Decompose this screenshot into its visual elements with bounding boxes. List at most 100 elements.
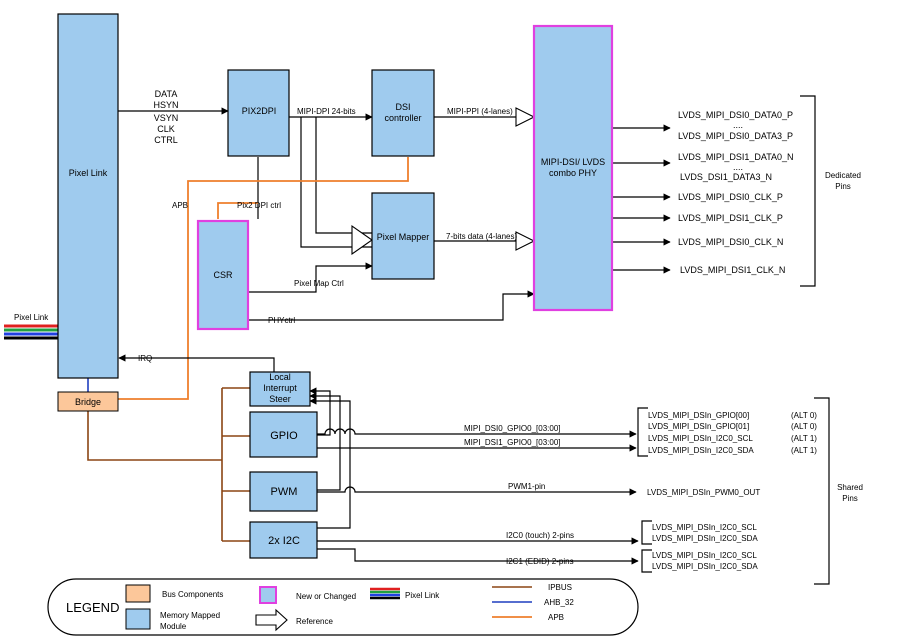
i2c-label: 2x I2C xyxy=(268,535,300,547)
gpio-pins-bracket xyxy=(637,407,648,457)
legend-module-label-1: Memory Mapped xyxy=(160,611,220,620)
signal-hsyn: HSYN xyxy=(153,100,178,110)
csr-block xyxy=(196,219,250,331)
dedicated-pins-bracket xyxy=(800,95,816,287)
dsi-controller-label-2: controller xyxy=(384,113,421,123)
gpio-label: GPIO xyxy=(270,430,298,442)
pixel-link-block xyxy=(57,13,119,379)
legend-reference-arrow xyxy=(255,608,288,632)
reference-arrowhead xyxy=(351,224,373,256)
pixel-link-label: Pixel Link xyxy=(69,168,108,178)
signal-clk: CLK xyxy=(157,124,175,134)
legend-title: LEGEND xyxy=(66,600,119,615)
legend: LEGEND Bus Components Memory Mapped Modu… xyxy=(47,578,639,636)
pwm-int-wire xyxy=(309,392,341,491)
phy-label-1: MIPI-DSI/ LVDS xyxy=(541,157,605,167)
signal-data: DATA xyxy=(155,89,178,99)
irq-label: IRQ xyxy=(138,354,152,363)
dsi-controller-label-1: DSI xyxy=(395,102,410,112)
dpi-to-mapper-wire-b xyxy=(315,117,372,234)
pix2dpi-block xyxy=(227,69,290,157)
signal-ctrl: CTRL xyxy=(154,135,178,145)
csr-label: CSR xyxy=(213,270,233,280)
dedicated-pins: LVDS_MIPI_DSI0_DATA0_P .... LVDS_MIPI_DS… xyxy=(678,110,794,275)
pin-dsi1-clk-p: LVDS_MIPI_DSI1_CLK_P xyxy=(678,213,783,223)
legend-reference-label: Reference xyxy=(296,617,333,626)
pwm-block xyxy=(249,471,318,512)
pin-dsi1-clk-n: LVDS_MIPI_DSI1_CLK_N xyxy=(680,265,785,275)
pixel-mapper-label: Pixel Mapper xyxy=(377,232,430,242)
pwm-pin-label: PWM1-pin xyxy=(508,482,545,491)
shared-pin: LVDS_MIPI_DSIn_I2C0_SCL xyxy=(652,523,757,532)
shared-pins-label-1: Shared xyxy=(837,483,863,492)
dedicated-pin-wires xyxy=(612,124,671,274)
phy-block xyxy=(532,24,614,312)
pwm-pin-wire xyxy=(317,486,637,496)
phy-ctrl-label: PHYctrl xyxy=(268,316,295,325)
dedicated-pins-label-1: Dedicated xyxy=(825,171,861,180)
pin-dsi0-clk-p: LVDS_MIPI_DSI0_CLK_P xyxy=(678,192,783,202)
pin-dsi1-data0-n: LVDS_MIPI_DSI1_DATA0_N xyxy=(678,152,794,162)
legend-module-label-2: Module xyxy=(160,622,187,631)
legend-new-label: New or Changed xyxy=(296,592,356,601)
pin-ellipsis: .... xyxy=(733,120,743,130)
shared-pin: LVDS_MIPI_DSIn_I2C0_SDA xyxy=(648,446,754,455)
ipbus-main xyxy=(87,411,222,461)
pin-dsi0-data0-p: LVDS_MIPI_DSI0_DATA0_P xyxy=(678,110,793,120)
legend-bus-swatch xyxy=(125,584,151,603)
lis-label-1: Local xyxy=(269,372,291,382)
i2c1-pins-bracket xyxy=(641,549,652,573)
i2c1-pins-label: I2C1 (EDID) 2-pins xyxy=(506,557,574,566)
shared-pin: LVDS_MIPI_DSIn_I2C0_SCL xyxy=(648,434,753,443)
mipi-dpi-label: MIPI-DPI 24-bits xyxy=(297,107,356,116)
lis-label-2: Interrupt xyxy=(263,383,297,393)
gpio0-bus-label: MIPI_DSI0_GPIO0_[03:00] xyxy=(464,424,561,433)
gpio1-bus-label: MIPI_DSI1_GPIO0_[03:00] xyxy=(464,438,561,447)
pin-ellipsis: .... xyxy=(733,162,743,172)
shared-pin: LVDS_MIPI_DSIn_I2C0_SDA xyxy=(652,534,758,543)
apb-label: APB xyxy=(172,201,188,210)
pix2dpi-ctrl-label: Pix2 DPI ctrl xyxy=(237,201,281,210)
reference-arrowhead xyxy=(515,231,536,251)
phy-ctrl-wire xyxy=(248,290,535,321)
shared-pin: LVDS_MIPI_DSIn_GPIO[00] xyxy=(648,411,749,420)
signal-vsyn: VSYN xyxy=(154,113,179,123)
shared-pwm-pin: LVDS_MIPI_DSIn_PWM0_OUT xyxy=(647,488,760,497)
bridge-block xyxy=(57,391,119,412)
local-interrupt-steer-block xyxy=(249,371,311,407)
mipi-ppi-label: MIPI-PPI (4-lanes) xyxy=(447,107,513,116)
legend-ipbus-label: IPBUS xyxy=(548,583,572,592)
shared-pins-bracket xyxy=(814,397,830,585)
shared-pin: LVDS_MIPI_DSIn_I2C0_SDA xyxy=(652,562,758,571)
shared-gpio-pins: LVDS_MIPI_DSIn_GPIO[00] LVDS_MIPI_DSIn_G… xyxy=(648,411,817,455)
i2c-block xyxy=(249,521,318,559)
shared-pins-label-2: Pins xyxy=(842,494,858,503)
shared-pin: LVDS_MIPI_DSIn_GPIO[01] xyxy=(648,422,749,431)
pwm-label: PWM xyxy=(271,486,298,498)
legend-ahb-label: AHB_32 xyxy=(544,598,574,607)
alt-label: (ALT 1) xyxy=(791,446,817,455)
alt-label: (ALT 1) xyxy=(791,434,817,443)
legend-apb-label: APB xyxy=(548,613,564,622)
pixel-link-in-label: Pixel Link xyxy=(14,313,49,322)
apb-to-csr xyxy=(217,202,258,219)
pin-dsi0-clk-n: LVDS_MIPI_DSI0_CLK_N xyxy=(678,237,783,247)
legend-pixel-link-label: Pixel Link xyxy=(405,591,440,600)
apb-bus xyxy=(118,157,409,400)
legend-bus-label: Bus Components xyxy=(162,590,223,599)
shared-pin: LVDS_MIPI_DSIn_I2C0_SCL xyxy=(652,551,757,560)
gpio-int-wire xyxy=(309,387,331,436)
reference-arrowhead xyxy=(515,107,536,127)
alt-label: (ALT 0) xyxy=(791,411,817,420)
pix2dpi-label: PIX2DPI xyxy=(242,106,277,116)
irq-wire xyxy=(118,354,275,372)
i2c-int-wire xyxy=(309,397,351,529)
seven-bits-label: 7-bits data (4-lanes) xyxy=(446,232,517,241)
gpio0-bus-wire xyxy=(317,428,637,438)
i2c1-wire xyxy=(317,548,639,565)
dedicated-pins-label-2: Pins xyxy=(835,182,851,191)
bridge-label: Bridge xyxy=(75,397,101,407)
pixel-link-stripes xyxy=(4,324,58,340)
alt-label: (ALT 0) xyxy=(791,422,817,431)
gpio-block xyxy=(249,411,318,458)
